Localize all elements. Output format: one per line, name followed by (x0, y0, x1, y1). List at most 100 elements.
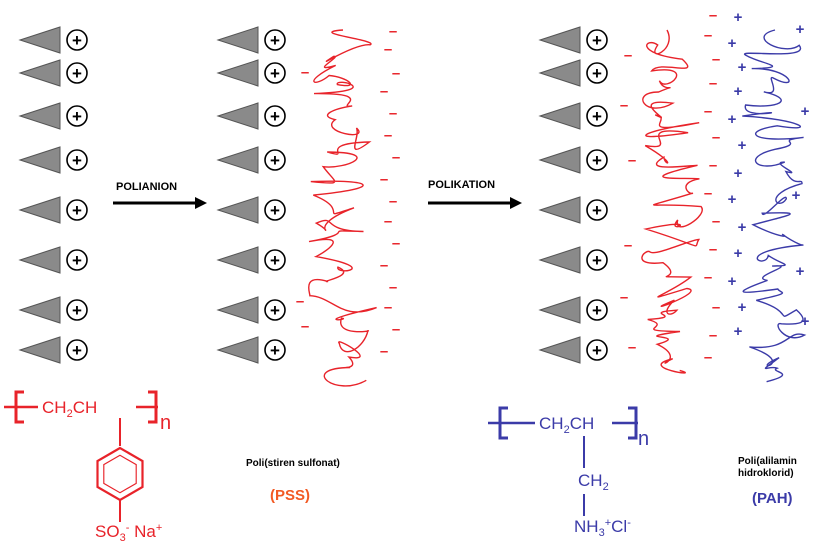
arrow-step2-head (510, 197, 522, 209)
polyanion-charge-minus: – (709, 327, 717, 344)
substrate-charge-plus: + (592, 201, 602, 220)
polyanion-charge-minus: – (384, 41, 392, 58)
substrate-wedge (18, 196, 61, 224)
polyanion-charge-minus: – (389, 105, 397, 122)
substrate-charge-circle (66, 29, 88, 51)
pss-bracket-right (148, 390, 158, 424)
substrate-charge-circle (264, 149, 286, 171)
polyanion-charge-minus: – (380, 83, 388, 100)
substrate-charge-circle (264, 249, 286, 271)
substrate-charge-plus: + (72, 31, 82, 50)
pah-abbr: (PAH) (752, 490, 793, 507)
substrate-charge-circle (586, 62, 608, 84)
polycation-charge-plus: + (801, 313, 810, 330)
substrate-charge-plus: + (592, 64, 602, 83)
polycation-charge-plus: + (738, 137, 747, 154)
polyanion-charge-minus: – (384, 213, 392, 230)
polycation-coil (742, 29, 807, 383)
polyanion-charge-minus: – (380, 343, 388, 360)
polycation-charge-plus: + (728, 111, 737, 128)
substrate-charge-circle (586, 199, 608, 221)
substrate-charge-plus: + (270, 301, 280, 320)
substrate-wedge (216, 336, 259, 364)
substrate-wedge (216, 59, 259, 87)
polyanion-charge-minus: – (620, 289, 628, 306)
polyanion-charge-minus: – (392, 149, 400, 166)
polycation-charge-plus: + (738, 219, 747, 236)
substrate-charge-circle (586, 29, 608, 51)
substrate-charge-circle (586, 149, 608, 171)
polyanion-charge-minus: – (296, 293, 304, 310)
substrate-charge-circle (586, 105, 608, 127)
substrate-charge-plus: + (592, 151, 602, 170)
substrate-charge-plus: + (72, 151, 82, 170)
substrate-wedge (18, 336, 61, 364)
substrate-wedge (216, 246, 259, 274)
pah-bracket-right (628, 406, 638, 440)
substrate-charge-circle (66, 299, 88, 321)
substrate-charge-plus: + (72, 107, 82, 126)
polycation-charge-plus: + (796, 263, 805, 280)
substrate-charge-circle (586, 299, 608, 321)
substrate-charge-circle (66, 149, 88, 171)
substrate-charge-circle (586, 339, 608, 361)
polycation-charge-plus: + (734, 165, 743, 182)
substrate-charge-plus: + (270, 151, 280, 170)
substrate-wedge (538, 336, 581, 364)
substrate-charge-circle (264, 299, 286, 321)
substrate-wedge (18, 246, 61, 274)
polyanion-charge-minus: – (389, 23, 397, 40)
substrate-wedge (538, 146, 581, 174)
polyanion-charge-minus: – (380, 257, 388, 274)
polyanion-charge-minus: – (384, 299, 392, 316)
substrate-wedge (18, 26, 61, 54)
polyanion-charge-minus: – (392, 235, 400, 252)
polycation-charge-plus: + (792, 187, 801, 204)
substrate-charge-circle (264, 62, 286, 84)
substrate-wedge (18, 59, 61, 87)
polyanion-coil-step2 (641, 29, 703, 374)
substrate-charge-circle (66, 105, 88, 127)
substrate-wedge (538, 26, 581, 54)
polycation-charge-plus: + (728, 191, 737, 208)
polycation-charge-plus: + (728, 35, 737, 52)
polyanion-charge-minus: – (709, 75, 717, 92)
polyanion-charge-minus: – (704, 103, 712, 120)
substrate-wedge (538, 296, 581, 324)
pss-name: Poli(stiren sulfonat) (246, 458, 340, 469)
pss-sulfonate-group: SO3- Na+ (95, 522, 163, 544)
substrate-wedge (216, 146, 259, 174)
substrate-charge-plus: + (592, 31, 602, 50)
polyanion-charge-minus: – (624, 47, 632, 64)
polyanion-coil-step1 (307, 29, 377, 387)
substrate-wedge (18, 102, 61, 130)
substrate-charge-plus: + (270, 64, 280, 83)
polyanion-charge-minus: – (709, 157, 717, 174)
substrate-charge-plus: + (72, 301, 82, 320)
polyanion-charge-minus: – (712, 299, 720, 316)
polyanion-charge-minus: – (628, 339, 636, 356)
substrate-charge-plus: + (270, 201, 280, 220)
pah-side-ch2: CH2 (578, 471, 609, 493)
polyanion-charge-minus: – (712, 51, 720, 68)
substrate-wedge (216, 296, 259, 324)
pah-backbone: CH2CH (539, 414, 595, 436)
substrate-wedge (18, 296, 61, 324)
arrow-step1-head (195, 197, 207, 209)
polyanion-charge-minus: – (380, 171, 388, 188)
substrate-charge-plus: + (72, 201, 82, 220)
substrate-charge-circle (264, 29, 286, 51)
substrate-charge-circle (66, 62, 88, 84)
substrate-charge-circle (264, 105, 286, 127)
polyanion-charge-minus: – (704, 27, 712, 44)
polycation-charge-plus: + (734, 83, 743, 100)
pss-backbone: CH2CH (42, 398, 98, 420)
polyanion-charge-minus: – (392, 321, 400, 338)
polycation-charge-plus: + (734, 245, 743, 262)
substrate-charge-plus: + (270, 341, 280, 360)
substrate-charge-plus: + (592, 301, 602, 320)
pah-repeat-index: n (638, 428, 650, 450)
substrate-charge-circle (66, 339, 88, 361)
substrate-charge-plus: + (592, 341, 602, 360)
